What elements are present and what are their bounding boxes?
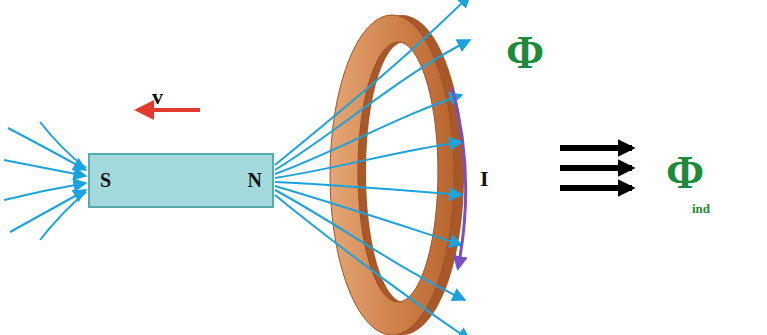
flux-symbol: Φ <box>506 30 544 76</box>
current-label: I <box>480 168 489 190</box>
bar-magnet: SN <box>88 153 274 208</box>
induced-flux-symbol: Φ <box>666 150 704 196</box>
field-lines-south <box>4 122 86 240</box>
induced-flux-arrows <box>560 148 632 188</box>
subscript-label: ind <box>692 202 710 215</box>
current-arrow <box>452 88 466 268</box>
velocity-arrow <box>138 108 200 112</box>
field-lines-north <box>275 0 470 335</box>
velocity-label: v <box>152 86 163 108</box>
pole-letter: S <box>100 169 111 192</box>
pole-letter: N <box>248 169 262 192</box>
